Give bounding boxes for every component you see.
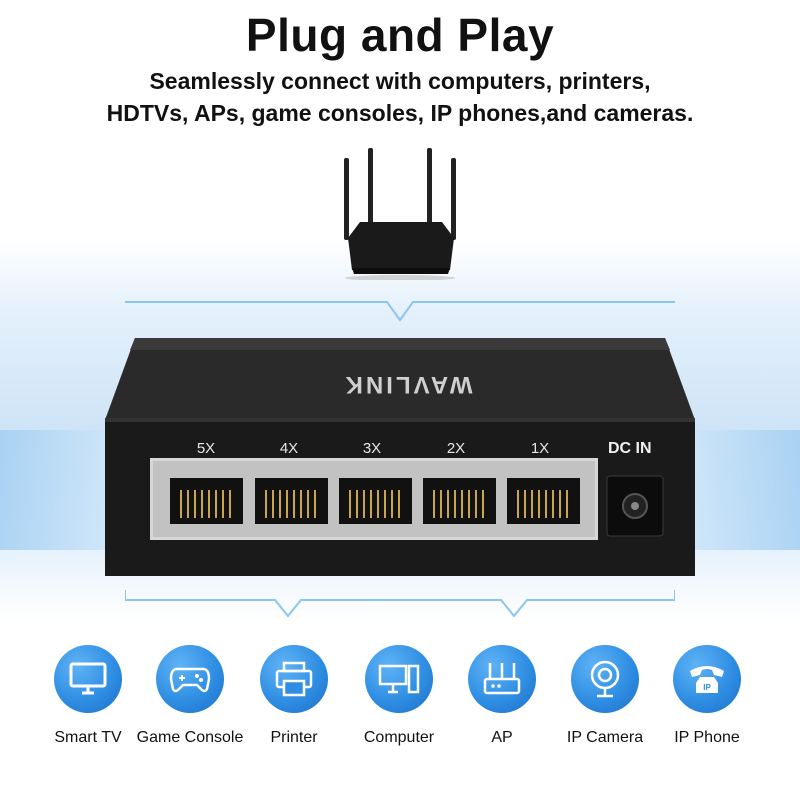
subtitle-line-1: Seamlessly connect with computers, print… [149, 68, 651, 94]
dc-in-label: DC IN [608, 440, 652, 457]
device-label: Printer [270, 729, 318, 746]
device-ap: AP [447, 645, 557, 747]
device-label: Game Console [136, 729, 244, 746]
router-image [344, 148, 456, 280]
printer-icon [260, 645, 328, 713]
device-ip-phone: IP IP Phone [652, 645, 762, 747]
device-label: Smart TV [54, 729, 122, 746]
port-label-3x: 3X [362, 440, 382, 457]
device-icon-row: Smart TV Game Console Printer Computer A… [0, 645, 800, 755]
port-label-2x: 2X [446, 440, 466, 457]
device-label: AP [491, 729, 513, 746]
subtitle-line-2: HDTVs, APs, game consoles, IP phones,and… [106, 100, 694, 126]
device-ip-camera: IP Camera [550, 645, 660, 747]
device-label: Computer [363, 729, 435, 746]
computer-icon [365, 645, 433, 713]
access-point-icon [468, 645, 536, 713]
device-label: IP Phone [674, 729, 740, 746]
ethernet-switch-image [105, 338, 695, 576]
gamepad-icon [156, 645, 224, 713]
port-label-1x: 1X [530, 440, 550, 457]
device-printer: Printer [239, 645, 349, 747]
bottom-connector-bracket [125, 590, 675, 618]
tv-icon [54, 645, 122, 713]
brand-logo: WAVLINK [342, 371, 473, 398]
page-title: Plug and Play [245, 9, 555, 61]
top-connector-bracket [125, 301, 675, 322]
device-label: IP Camera [566, 729, 644, 746]
camera-icon [571, 645, 639, 713]
phone-icon: IP [673, 645, 741, 713]
port-label-5x: 5X [196, 440, 216, 457]
device-game-console: Game Console [135, 645, 245, 747]
svg-text:IP: IP [703, 683, 711, 692]
device-computer: Computer [344, 645, 454, 747]
port-label-4x: 4X [279, 440, 299, 457]
device-smart-tv: Smart TV [33, 645, 143, 747]
